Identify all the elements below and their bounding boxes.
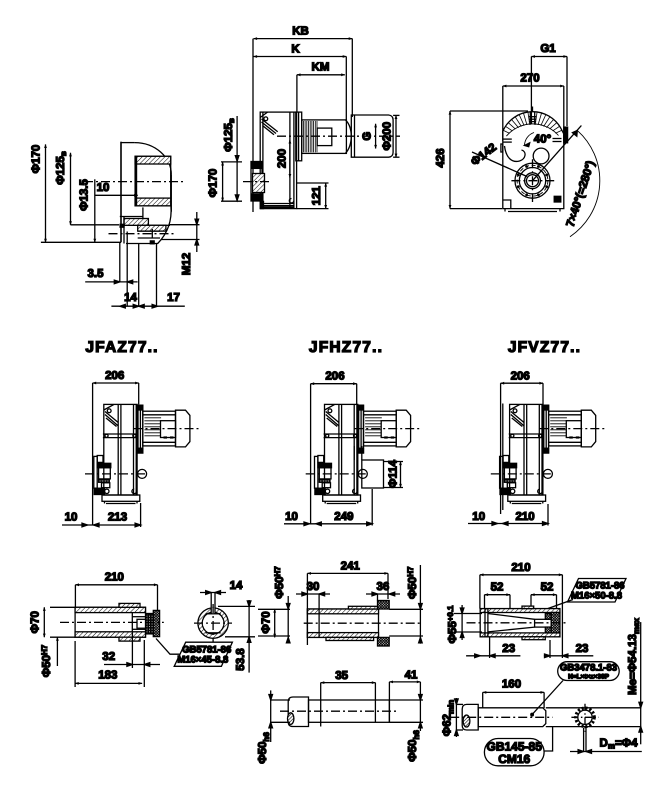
svg-text:53.8: 53.8 [235,648,247,671]
svg-text:Φ170: Φ170 [30,145,42,174]
svg-text:JFHZ77..: JFHZ77.. [309,339,383,356]
svg-text:JFAZ77..: JFAZ77.. [85,339,158,356]
svg-text:35: 35 [335,670,348,682]
svg-text:M16×45-8.8: M16×45-8.8 [177,655,228,666]
svg-text:14: 14 [230,580,243,592]
svg-text:32: 32 [102,651,115,663]
svg-text:249: 249 [334,511,353,523]
svg-text:206: 206 [105,370,124,382]
svg-text:N=L×t×z×30P: N=L×t×z×30P [568,673,609,680]
svg-text:10: 10 [472,511,485,523]
svg-text:KB: KB [292,26,309,38]
svg-text:206: 206 [511,371,530,383]
svg-text:213: 213 [108,512,127,524]
svg-text:CM16: CM16 [498,752,530,766]
svg-text:160: 160 [502,679,521,691]
svg-text:14: 14 [124,292,137,304]
svg-text:210: 210 [105,572,124,584]
svg-text:K: K [291,44,300,56]
svg-text:G: G [362,132,374,141]
svg-text:23: 23 [502,643,515,655]
svg-text:36: 36 [377,581,390,593]
svg-text:41: 41 [405,670,418,682]
svg-text:Φ70: Φ70 [30,611,42,633]
svg-text:121: 121 [311,186,323,206]
svg-text:206: 206 [325,371,344,383]
svg-text:241: 241 [341,561,361,573]
svg-text:183: 183 [98,670,117,682]
svg-text:Φ70: Φ70 [261,611,273,633]
svg-text:Φ114: Φ114 [388,459,400,488]
svg-text:40°: 40° [534,134,552,146]
svg-text:10: 10 [65,512,78,524]
svg-text:52: 52 [541,582,554,594]
svg-text:52: 52 [491,582,504,594]
svg-text:GB5781-86: GB5781-86 [575,581,624,592]
svg-text:270: 270 [520,73,539,85]
svg-text:210: 210 [516,511,535,523]
svg-text:Dm=Φ4: Dm=Φ4 [600,738,639,751]
svg-text:GB145-85: GB145-85 [487,740,543,754]
svg-text:210: 210 [511,562,530,574]
svg-text:M16×50-8.8: M16×50-8.8 [571,591,622,602]
svg-text:JFVZ77..: JFVZ77.. [508,339,581,356]
svg-text:G1: G1 [540,43,556,55]
svg-text:10: 10 [285,511,298,523]
svg-text:10: 10 [97,182,110,194]
svg-text:KM: KM [312,62,330,74]
svg-text:M12: M12 [181,253,193,275]
svg-text:GB5781-86: GB5781-86 [182,644,231,655]
svg-text:200: 200 [276,149,288,168]
svg-text:Φ170: Φ170 [208,169,220,198]
svg-text:30: 30 [307,581,320,593]
svg-text:Φ125в: Φ125в [223,118,236,152]
svg-text:426: 426 [435,148,447,167]
svg-text:Φ125в: Φ125в [55,151,68,185]
svg-text:3.5: 3.5 [88,268,105,280]
svg-text:Φ200: Φ200 [382,122,394,151]
svg-text:Φ13.5: Φ13.5 [79,178,91,210]
svg-text:23: 23 [576,643,589,655]
svg-text:GB3478.1-83: GB3478.1-83 [560,663,617,674]
svg-text:Me=Φ54.13max: Me=Φ54.13max [627,617,641,694]
svg-text:17: 17 [167,292,180,304]
